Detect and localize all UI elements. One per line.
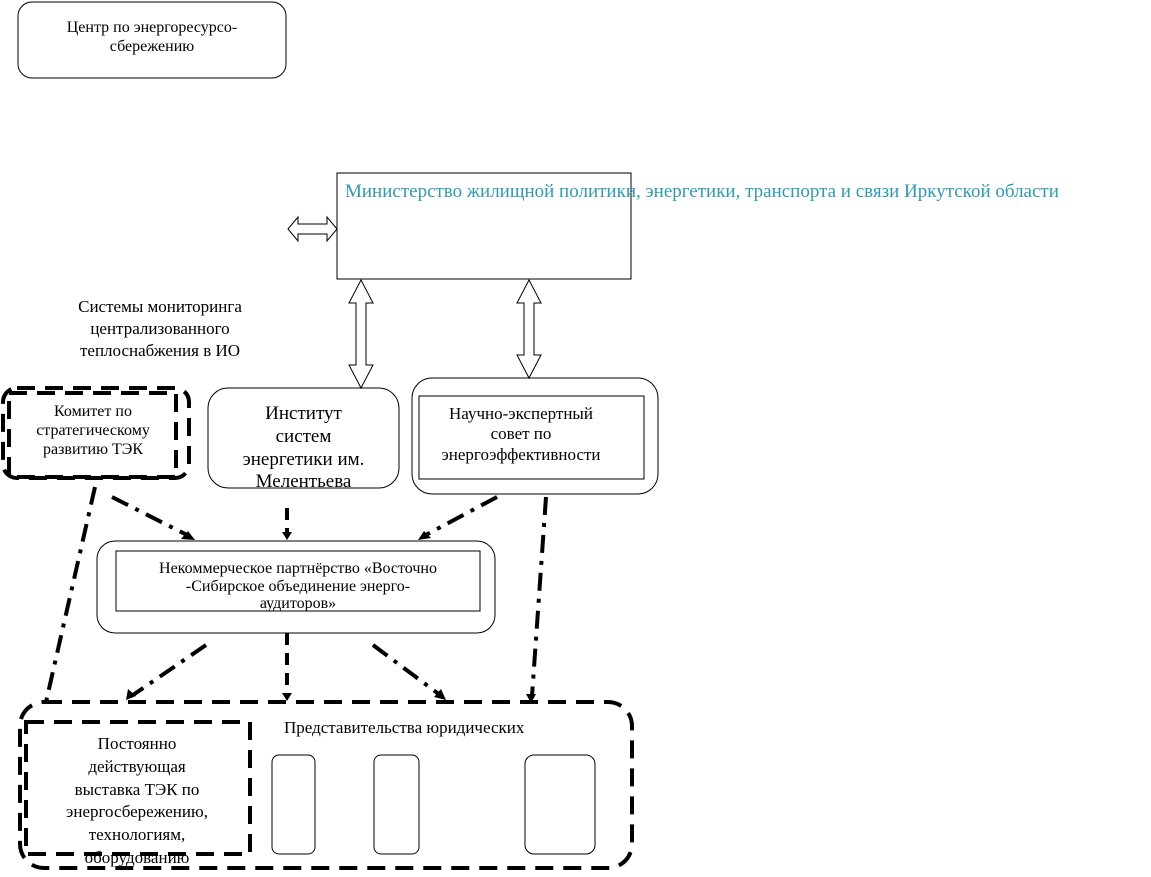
double-arrow-ministry-institute — [348, 278, 374, 390]
double-arrow-horizontal — [287, 215, 338, 243]
representations-label: Представительства юридических — [284, 718, 525, 737]
representation-box-3 — [524, 754, 596, 855]
representations-box — [18, 700, 634, 870]
arrowhead — [282, 532, 292, 540]
council-outer-box — [411, 377, 659, 495]
institute-label: Институт систем энергетики им. Мелентьев… — [242, 403, 365, 493]
ministry-label: Министерство жилищной политики, энергети… — [345, 181, 1059, 202]
double-arrow-ministry-council — [516, 278, 542, 380]
connector-partnership-right — [371, 643, 442, 697]
arrowhead — [282, 693, 292, 701]
partnership-inner-box — [115, 550, 481, 612]
committee-label: Комитет по стратегическому развитию ТЭК — [36, 403, 150, 459]
connector-committee-bottom — [44, 486, 97, 703]
representation-box-2 — [373, 754, 420, 855]
partnership-outer-box — [96, 540, 496, 634]
connector-committee-partnership — [111, 495, 190, 538]
connector-council-partnership — [423, 495, 498, 538]
council-inner-box — [418, 395, 645, 480]
arrowhead — [526, 694, 536, 703]
ministry-box — [336, 172, 632, 280]
partnership-label: Некоммерческое партнёрство «Восточно -Си… — [159, 560, 437, 613]
connector-partnership-left — [131, 643, 208, 697]
arrowhead — [181, 531, 195, 540]
arrowhead — [126, 689, 136, 700]
energy-center-label: Центр по энергоресурсо- сбережению — [66, 19, 238, 56]
monitoring-label: Системы мониторинга централизованного те… — [78, 297, 242, 361]
arrowhead — [418, 531, 431, 540]
connector-council-representations — [530, 496, 548, 697]
energy-center-box — [17, 1, 287, 79]
council-label: Научно-экспертный совет по энергоэффекти… — [441, 404, 601, 464]
committee-outer-box — [1, 386, 191, 480]
representation-box-1 — [271, 754, 316, 855]
institute-box — [207, 387, 400, 489]
exhibition-label: Постоянно действующая выставка ТЭК по эн… — [66, 734, 208, 867]
committee-inner-box — [7, 391, 178, 479]
arrowhead — [434, 689, 446, 700]
exhibition-box — [24, 720, 252, 856]
